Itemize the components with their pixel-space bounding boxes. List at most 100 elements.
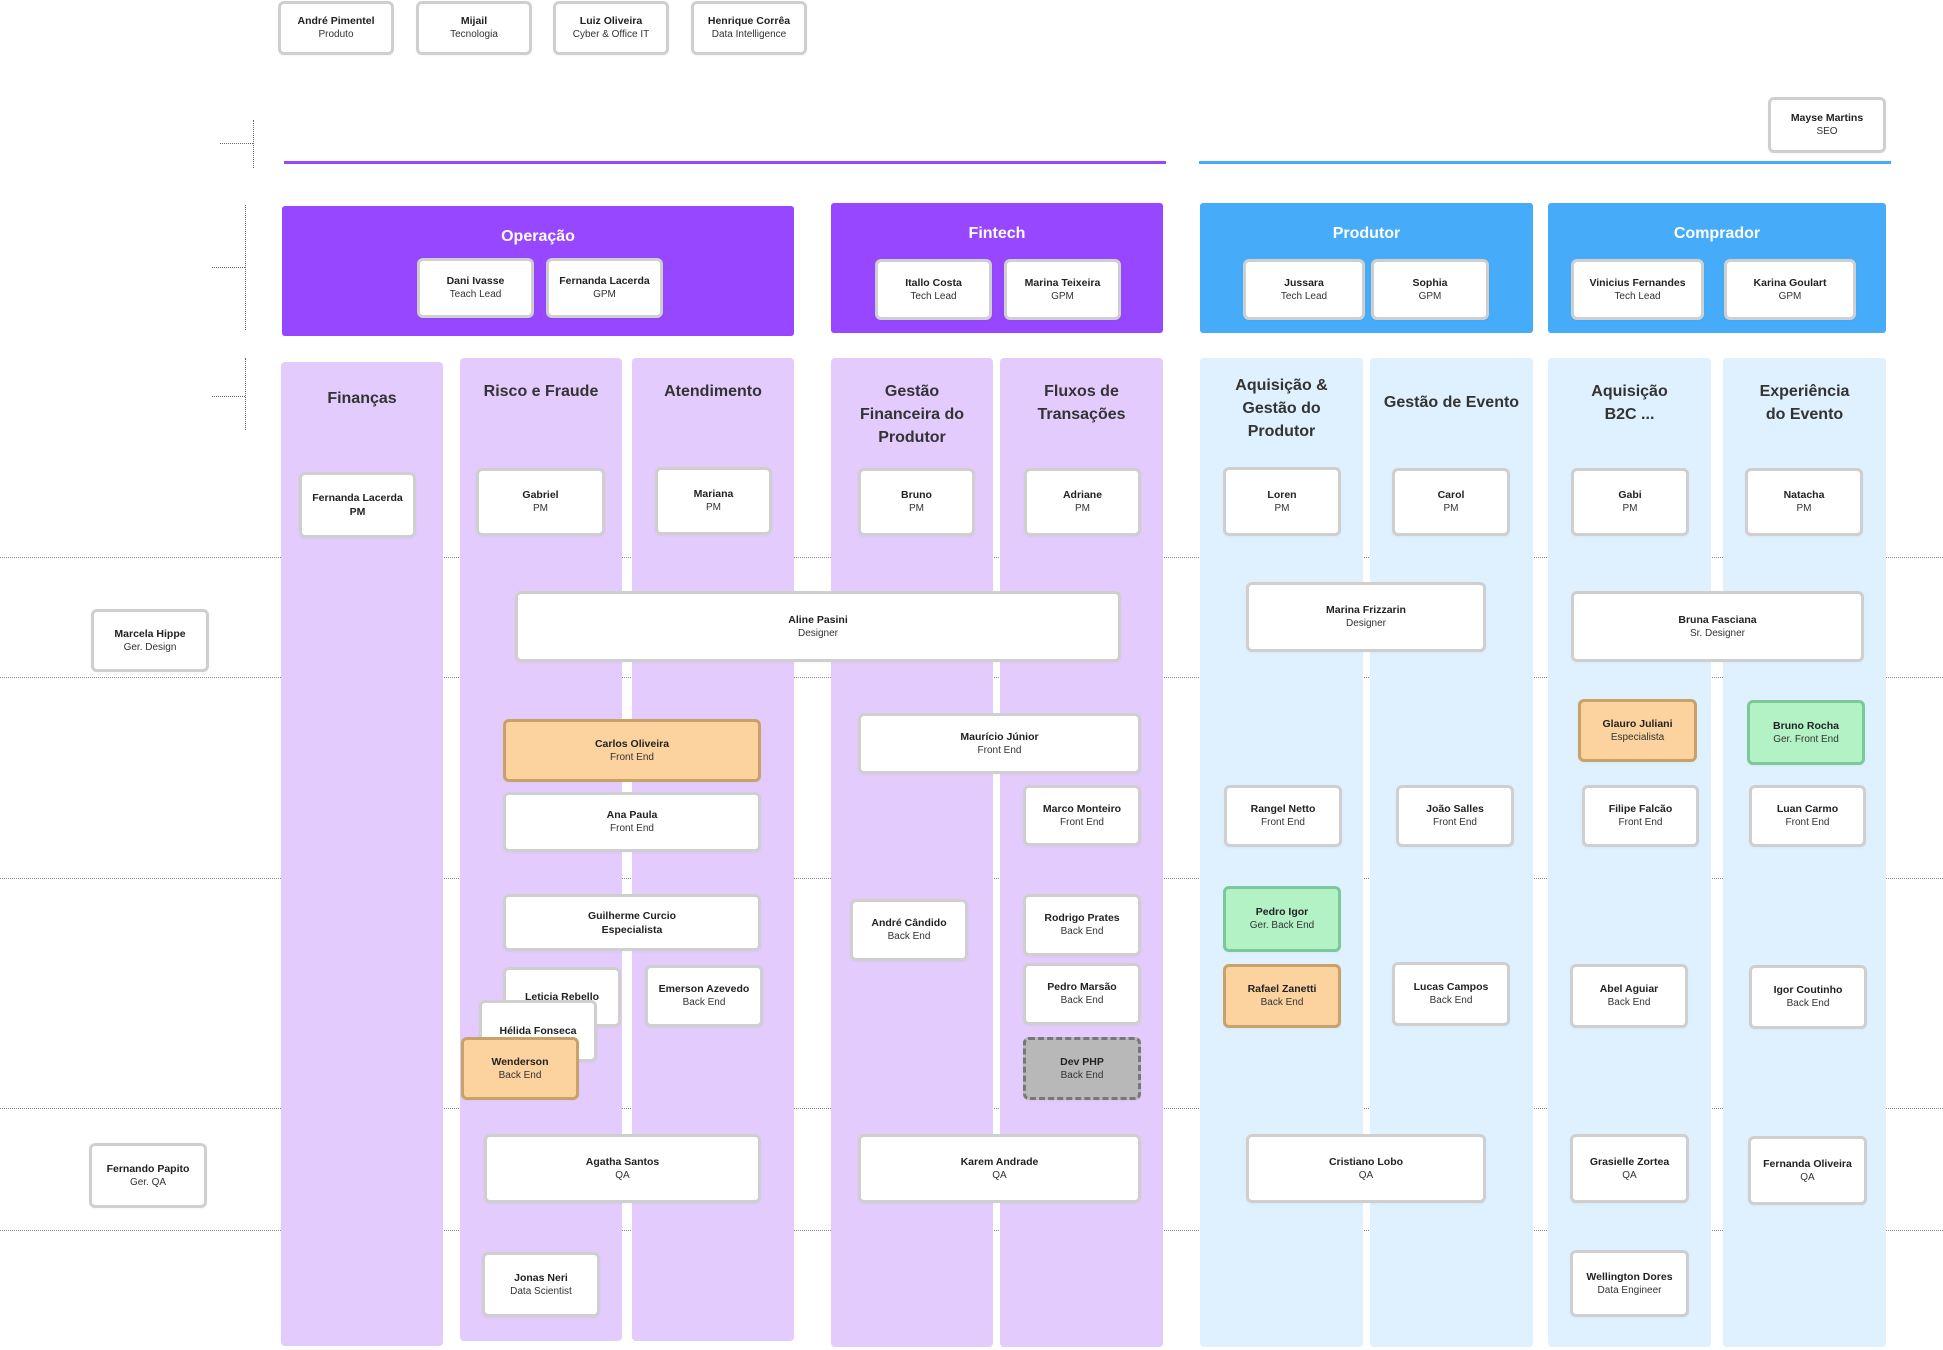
person-name: Rodrigo Prates [1044,912,1120,924]
gpm-card[interactable]: Marina Teixeira GPM [1004,259,1121,320]
person-name: Bruna Fasciana [1678,613,1757,626]
person-role: SEO [1816,126,1838,137]
column-title: Atendimento [664,383,762,400]
group-operacao: Operação [282,206,794,336]
frontend-card-highlight[interactable]: Glauro Juliani Especialista [1578,699,1697,762]
person-role: QA [1622,1169,1637,1181]
person-name: Natacha [1783,489,1825,501]
tech-lead-card[interactable]: Dani Ivasse Teach Lead [417,258,534,318]
pm-card[interactable]: Natacha PM [1745,468,1863,536]
person-role: PM [533,503,548,514]
person-name: Marina Frizzarin [1326,604,1406,616]
tech-lead-card[interactable]: Itallo Costa Tech Lead [875,259,992,320]
qa-manager-card[interactable]: Fernando Papito Ger. QA [89,1143,207,1208]
person-name: Fernanda Oliveira [1763,1157,1852,1170]
person-role: GPM [593,289,616,300]
person-role: Front End [1060,816,1104,828]
person-role: Back End [498,1069,542,1081]
tech-lead-card[interactable]: Jussara Tech Lead [1243,259,1365,320]
person-name: Bruno Rocha [1773,719,1839,732]
gpm-card[interactable]: Fernanda Lacerda GPM [546,258,663,318]
frontend-card[interactable]: Marco Monteiro Front End [1023,785,1141,846]
person-role: GPM [1418,290,1442,302]
frontend-manager-card[interactable]: Bruno Rocha Ger. Front End [1747,700,1865,765]
person-role: Back End [1429,995,1473,1006]
backend-card-highlight[interactable]: Rafael Zanetti Back End [1223,964,1341,1028]
column-title: Aquisição B2C ... [1591,383,1668,423]
designer-card[interactable]: Marina Frizzarin Designer [1246,582,1486,652]
pm-card[interactable]: Gabriel PM [476,468,605,536]
qa-card[interactable]: Karem Andrade QA [858,1134,1141,1203]
gpm-card[interactable]: Karina Goulart GPM [1724,259,1856,320]
backend-card[interactable]: Emerson Azevedo Back End [645,965,763,1027]
person-role: Designer [797,627,839,639]
group-title: Produtor [1332,225,1401,242]
leader-card[interactable]: Henrique Corrêa Data Intelligence [691,1,807,55]
qa-card[interactable]: Cristiano Lobo QA [1246,1134,1486,1203]
backend-card[interactable]: Rodrigo Prates Back End [1023,894,1141,956]
person-name: Hélida Fonseca [499,1025,577,1037]
person-role: Front End [610,751,654,763]
leader-card[interactable]: Luiz Oliveira Cyber & Office IT [553,1,669,55]
person-role: Back End [887,931,931,942]
person-name: Carol [1437,489,1465,501]
pm-card[interactable]: Gabi PM [1571,468,1689,536]
backend-card[interactable]: André Cândido Back End [850,899,968,961]
design-manager-card[interactable]: Marcela Hippe Ger. Design [91,609,209,672]
pm-card[interactable]: Loren PM [1223,467,1341,536]
leader-card[interactable]: André Pimentel Produto [278,1,394,55]
pm-card[interactable]: Mariana PM [655,467,772,535]
person-name: Abel Aguiar [1599,983,1659,995]
person-name: Emerson Azevedo [658,983,750,995]
frontend-card[interactable]: Rangel Netto Front End [1224,785,1342,847]
person-role: Especialista [601,923,663,936]
person-name: Loren [1267,488,1297,501]
backend-manager-card[interactable]: Pedro Igor Ger. Back End [1223,886,1341,952]
pm-card[interactable]: Adriane PM [1024,468,1141,536]
frontend-card-highlight[interactable]: Carlos Oliveira Front End [503,719,761,782]
column-title: Fluxos de Transações [1037,383,1126,423]
person-name: Mariana [693,488,734,500]
frontend-card[interactable]: Filipe Falcão Front End [1582,785,1699,847]
backend-card[interactable]: Abel Aguiar Back End [1570,964,1688,1028]
frontend-card[interactable]: Ana Paula Front End [503,792,761,852]
qa-card[interactable]: Grasielle Zortea QA [1570,1134,1689,1203]
backend-card[interactable]: Pedro Marsão Back End [1023,963,1141,1025]
designer-card[interactable]: Bruna Fasciana Sr. Designer [1571,591,1864,662]
designer-card[interactable]: Aline Pasini Designer [515,591,1121,662]
open-position-card[interactable]: Dev PHP Back End [1023,1037,1141,1100]
qa-card[interactable]: Fernanda Oliveira QA [1748,1136,1867,1205]
qa-card[interactable]: Agatha Santos QA [484,1134,761,1203]
tier-bracket-tick [212,396,245,397]
backend-card[interactable]: Igor Coutinho Back End [1749,965,1867,1029]
data-engineer-card[interactable]: Wellington Dores Data Engineer [1570,1250,1689,1317]
data-scientist-card[interactable]: Jonas Neri Data Scientist [482,1252,600,1317]
person-name: Dev PHP [1060,1055,1104,1068]
tier-bracket [245,205,246,330]
pm-card[interactable]: Carol PM [1392,468,1510,536]
tech-lead-card[interactable]: Vinicius Fernandes Tech Lead [1571,259,1704,320]
frontend-card[interactable]: Maurício Júnior Front End [858,713,1141,774]
frontend-card[interactable]: João Salles Front End [1396,785,1514,847]
person-name: Mayse Martins [1790,112,1864,124]
person-role: Tech Lead [1614,290,1661,302]
leader-card[interactable]: Mijail Tecnologia [416,1,532,55]
column-title: Aquisição & Gestão do Produtor [1235,377,1328,440]
column-title: Risco e Fraude [483,383,599,400]
pm-card[interactable]: Bruno PM [858,468,975,536]
pm-card[interactable]: Fernanda Lacerda PM [299,472,416,538]
person-name: Pedro Marsão [1047,981,1117,993]
person-role: PM [1443,503,1459,514]
person-role: Data Engineer [1597,1284,1662,1296]
gpm-card[interactable]: Sophia GPM [1371,259,1489,320]
person-role: PM [1075,503,1090,514]
person-name: Gabriel [522,489,559,501]
person-name: Ana Paula [606,809,658,821]
tier-bracket [253,120,254,168]
seo-card[interactable]: Mayse Martins SEO [1768,97,1886,153]
backend-card-highlight[interactable]: Wenderson Back End [461,1037,579,1100]
person-name: João Salles [1426,803,1484,815]
backend-card[interactable]: Lucas Campos Back End [1392,962,1510,1026]
backend-card[interactable]: Guilherme Curcio Especialista [503,894,761,951]
frontend-card[interactable]: Luan Carmo Front End [1749,785,1866,847]
